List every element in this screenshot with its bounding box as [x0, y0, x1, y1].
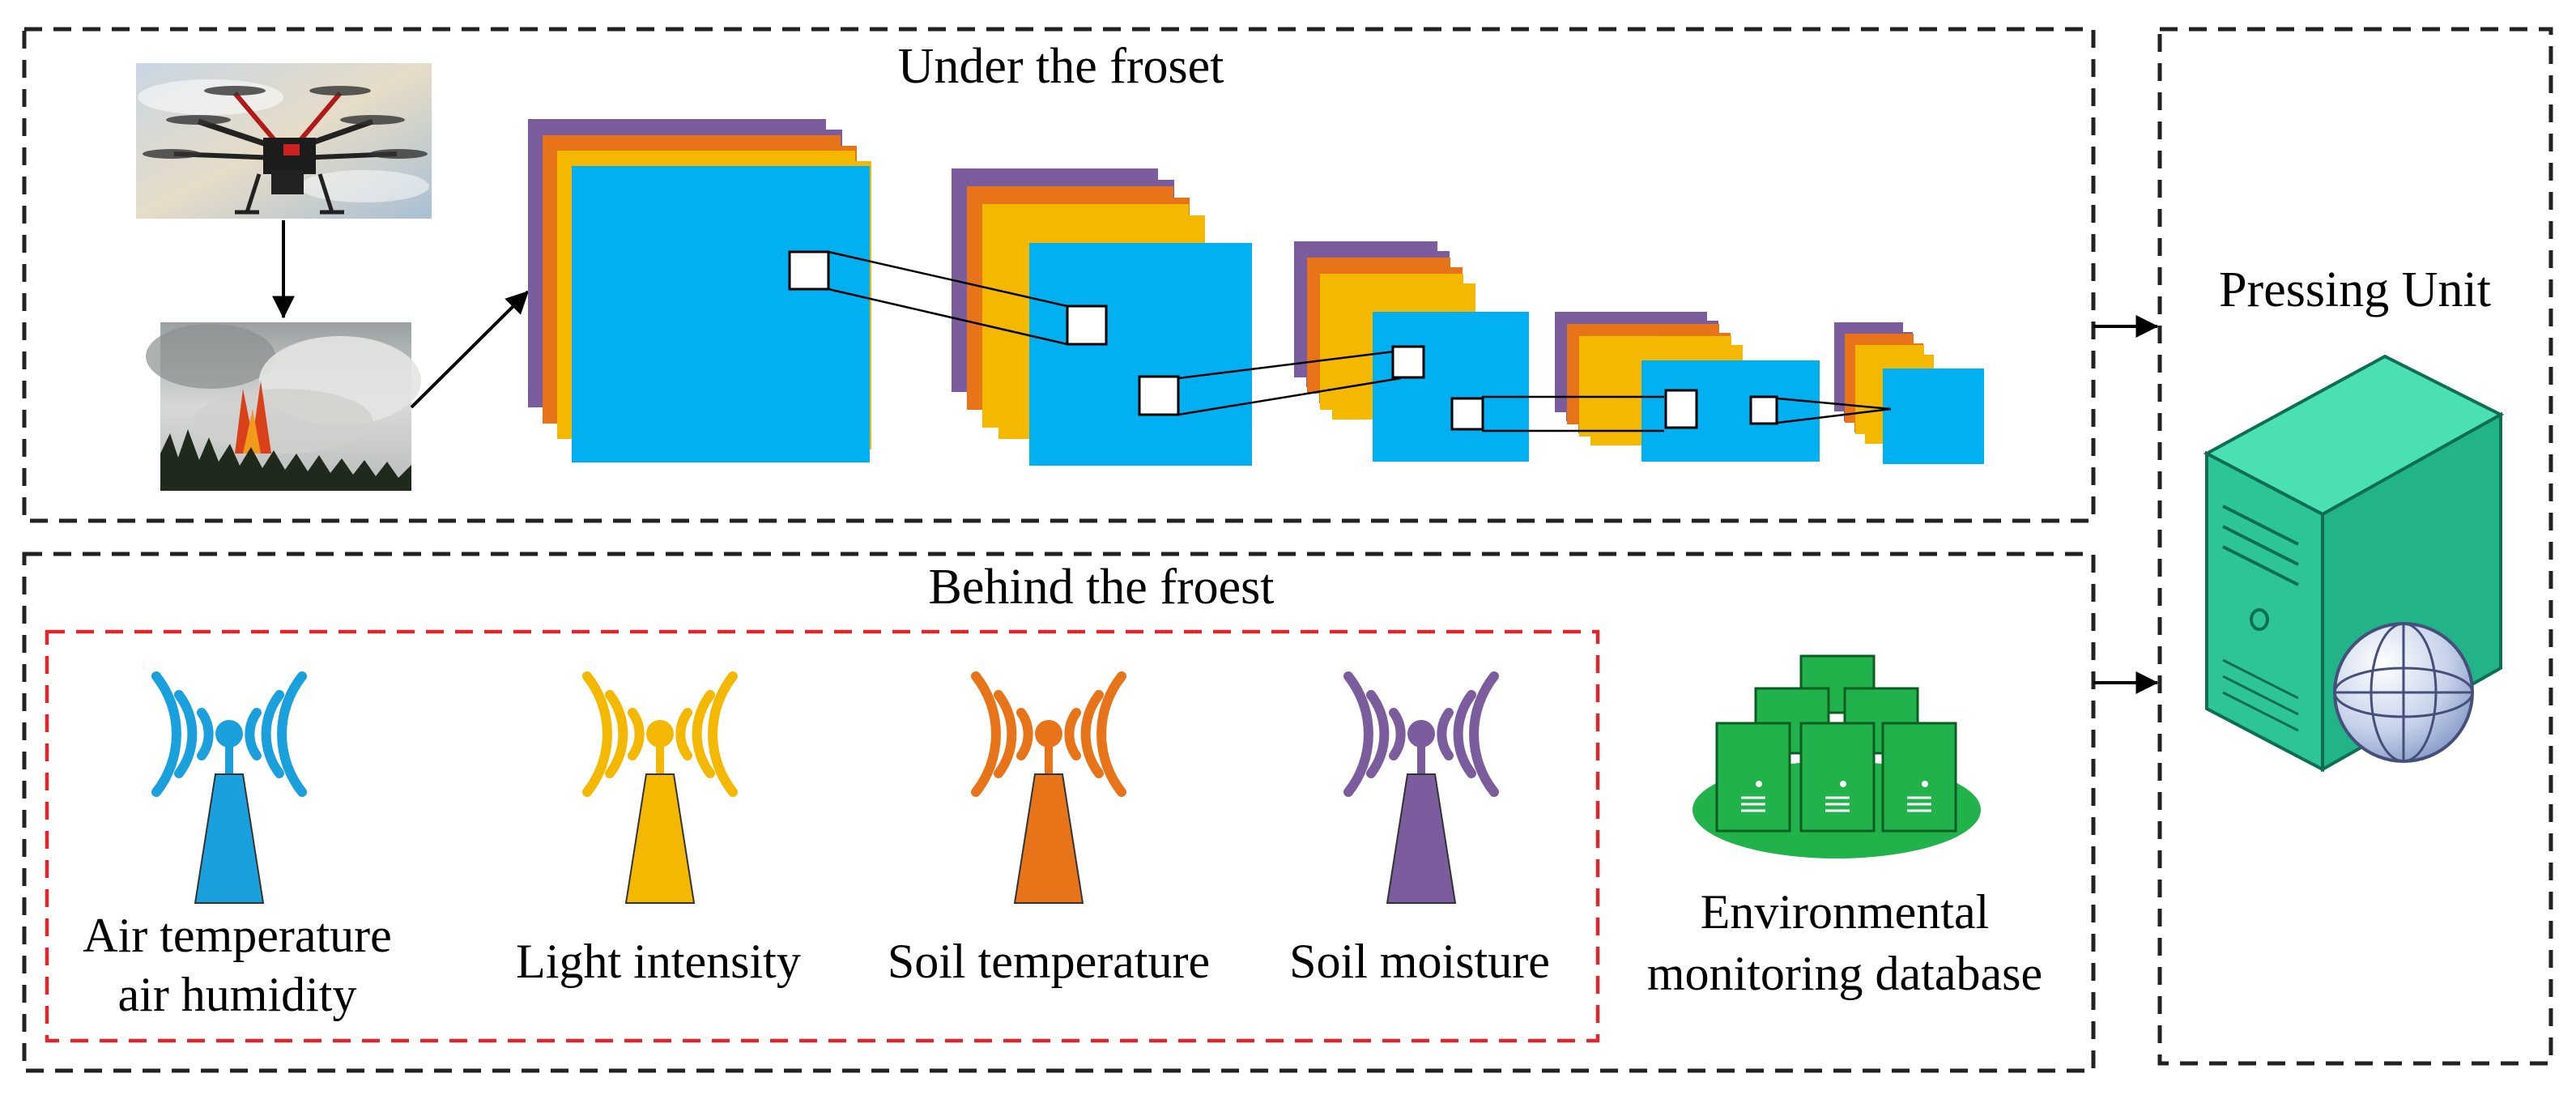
database-label-line1: Environmental [1701, 885, 1990, 939]
pressing-unit-frame [2157, 27, 2553, 1066]
sensor-tower-soil-temp [971, 671, 1126, 904]
database-cluster-icon [1692, 654, 1981, 858]
under-forest-frame [22, 27, 2096, 523]
sensor-group-frame [45, 629, 1600, 1043]
database-label-line2: monitoring database [1647, 947, 2042, 1000]
sensor-label-soil-moisture: Soil moisture [1289, 935, 1550, 988]
sensor-tower-air [151, 671, 307, 904]
sensor-tower-light [582, 671, 738, 904]
kernel-connectors [828, 250, 1892, 432]
drone-photo [136, 63, 432, 219]
behind-forest-title: Behind the froest [928, 560, 1274, 615]
sensor-label-air-line1: Air temperature [83, 909, 391, 962]
fire-to-cnn-arrow [410, 290, 530, 409]
sensor-label-soil-temp: Soil temperature [888, 935, 1210, 988]
behind-forest-frame [22, 552, 2096, 1073]
cnn-stack-5 [1834, 322, 1984, 464]
forest-fire-photo [146, 322, 421, 491]
pressing-unit-title: Pressing Unit [2219, 262, 2491, 317]
cnn-stack-1 [528, 119, 871, 462]
cnn-stack-4 [1555, 312, 1820, 462]
sensor-label-air-line2: air humidity [118, 968, 357, 1021]
under-forest-title: Under the froset [898, 39, 1224, 94]
server-with-globe-icon [2203, 354, 2505, 773]
sensor-tower-soil-moisture [1343, 671, 1499, 904]
sensor-label-light: Light intensity [516, 935, 801, 988]
kernel-boxes [788, 250, 1778, 431]
